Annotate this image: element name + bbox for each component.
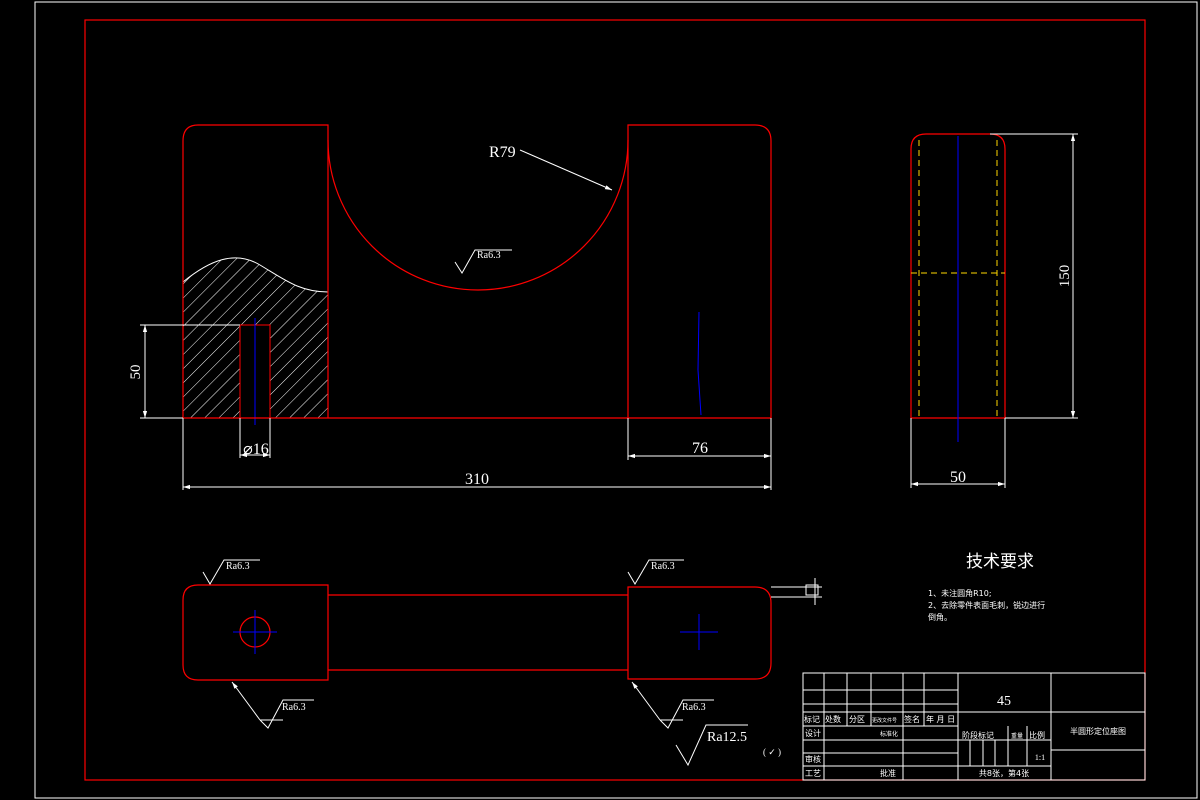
svg-text:设计: 设计 xyxy=(805,728,821,738)
svg-text:⌀16: ⌀16 xyxy=(243,441,269,458)
dim-small-step xyxy=(771,578,822,605)
svg-text:分区: 分区 xyxy=(849,715,865,724)
dim-block-width: 76 xyxy=(627,418,772,490)
top-view: Ra6.3 Ra6.3 Ra6.3 Ra6.3 Ra12.5 ( ✓ ) xyxy=(182,559,822,767)
svg-text:Ra6.3: Ra6.3 xyxy=(226,561,250,572)
material: 45 xyxy=(997,694,1011,709)
svg-text:年 月 日: 年 月 日 xyxy=(926,714,955,724)
svg-text:更改文件号: 更改文件号 xyxy=(872,717,897,724)
svg-text:处数: 处数 xyxy=(825,714,841,724)
dim-height: 150 xyxy=(990,133,1078,419)
dim-overall-length: 310 xyxy=(182,418,771,490)
svg-text:工艺: 工艺 xyxy=(805,769,821,778)
svg-text:150: 150 xyxy=(1057,265,1073,288)
svg-text:310: 310 xyxy=(465,471,489,488)
break-line xyxy=(182,257,329,293)
svg-text:标记: 标记 xyxy=(804,714,820,724)
svg-text:阶段标记: 阶段标记 xyxy=(962,730,994,740)
svg-text:50: 50 xyxy=(128,365,144,380)
svg-text:76: 76 xyxy=(692,440,708,457)
roughness-top-right: Ra6.3 xyxy=(627,559,684,585)
front-view: R79 Ra6.3 50 ⌀16 76 xyxy=(128,124,772,490)
radius-label: R79 xyxy=(489,144,516,161)
tech-req-line3: 倒角。 xyxy=(928,612,952,622)
title-block-text: 45 半圆形定位座图 标记 处数 分区 更改文件号 签名 年 月 日 设计 标准… xyxy=(804,694,1126,778)
dim-hole-diameter: ⌀16 xyxy=(239,418,271,458)
part-name: 半圆形定位座图 xyxy=(1070,726,1126,736)
side-view: 150 50 xyxy=(910,133,1078,488)
roughness-bottom-right: Ra6.3 xyxy=(631,681,714,729)
tech-req-line2: 2、去除零件表面毛刺，锐边进行 xyxy=(928,600,1045,610)
svg-text:标准化: 标准化 xyxy=(880,730,898,738)
roughness-general: Ra12.5 ( ✓ ) xyxy=(675,724,781,767)
svg-text:比例: 比例 xyxy=(1029,730,1045,740)
radius-leader xyxy=(519,149,613,191)
svg-text:Ra6.3: Ra6.3 xyxy=(477,250,501,261)
svg-text:Ra12.5: Ra12.5 xyxy=(707,730,747,745)
dim-slot-depth: 50 xyxy=(128,324,240,419)
dim-thickness: 50 xyxy=(910,418,1006,488)
roughness-arc: Ra6.3 xyxy=(454,249,512,274)
roughness-top-left: Ra6.3 xyxy=(202,559,260,585)
svg-text:签名: 签名 xyxy=(904,714,920,724)
svg-text:审核: 审核 xyxy=(805,754,821,764)
title-block xyxy=(802,672,1146,781)
drawing-frame xyxy=(84,19,1146,781)
top-left-block xyxy=(182,584,329,681)
tech-req-title: 技术要求 xyxy=(966,552,1034,572)
outer-sheet-border xyxy=(34,1,1198,799)
svg-text:Ra6.3: Ra6.3 xyxy=(682,702,706,713)
svg-text:50: 50 xyxy=(950,469,966,486)
svg-text:批准: 批准 xyxy=(880,768,896,778)
tech-req-line1: 1、未注圆角R10; xyxy=(928,588,992,598)
svg-text:Ra6.3: Ra6.3 xyxy=(282,702,306,713)
svg-text:重量: 重量 xyxy=(1011,732,1023,740)
right-centerline xyxy=(697,311,702,416)
technical-requirements: 技术要求 1、未注圆角R10; 2、去除零件表面毛刺，锐边进行 倒角。 xyxy=(928,552,1045,622)
svg-text:1:1: 1:1 xyxy=(1035,753,1045,762)
svg-text:( ✓ ): ( ✓ ) xyxy=(763,747,781,757)
svg-text:Ra6.3: Ra6.3 xyxy=(651,561,675,572)
roughness-bottom-left: Ra6.3 xyxy=(231,681,314,729)
top-right-block xyxy=(627,586,772,680)
front-outline xyxy=(182,124,772,419)
svg-text:共8张，第4张: 共8张，第4张 xyxy=(979,768,1029,778)
